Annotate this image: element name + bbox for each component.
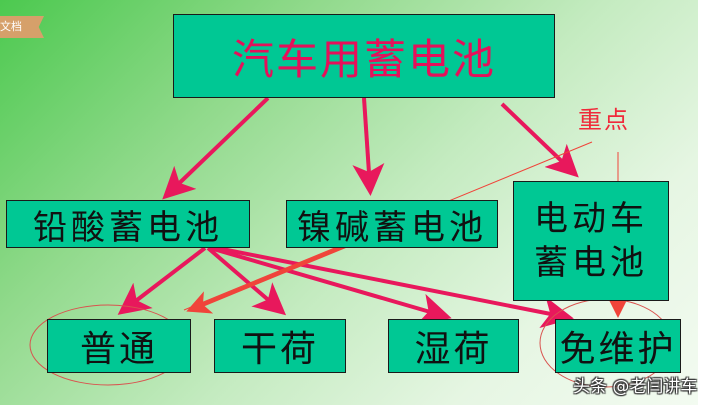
arrow-lead-to-normal [117,246,207,315]
document-tag-label: 文档 [0,20,22,33]
node-lead-acid-label: 铅酸蓄电池 [33,207,223,248]
node-normal-label: 普通 [79,329,158,370]
node-ev-label-line1: 电动车 [534,199,648,239]
node-dry-label: 干荷 [240,329,319,370]
arrow-root-to-nickel [352,97,385,196]
arrow-lead-to-dry [206,246,287,316]
key-point-annotation: 重点 [578,106,630,134]
node-nickel-alkaline-battery: 镍碱蓄电池 [286,200,498,248]
node-lead-acid-battery: 铅酸蓄电池 [6,200,250,248]
emphasis-arrow-to-normal [186,238,361,314]
node-dry-charged: 干荷 [214,319,346,373]
arrow-root-to-ev [500,102,579,178]
arrow-root-to-lead-acid [162,96,270,200]
node-normal: 普通 [47,319,191,373]
node-wet-charged: 湿荷 [388,319,519,373]
watermark: 头条 @老闫讲车 [573,377,698,397]
arrow-lead-to-wet [209,246,452,325]
node-ev-label-line2: 蓄电池 [534,243,648,283]
node-maintenance-free: 免维护 [555,319,681,373]
root-node-automotive-battery: 汽车用蓄电池 [173,14,555,98]
slide: 文档 汽车用蓄电池 铅酸蓄电池 镍碱蓄电 [0,0,698,405]
node-wet-label: 湿荷 [414,329,493,370]
root-node-label: 汽车用蓄电池 [231,34,496,84]
node-nickel-label: 镍碱蓄电池 [297,207,487,248]
node-maint-free-label: 免维护 [559,329,677,370]
document-tag: 文档 [0,16,44,38]
node-ev-battery: 电动车 蓄电池 [513,181,669,301]
